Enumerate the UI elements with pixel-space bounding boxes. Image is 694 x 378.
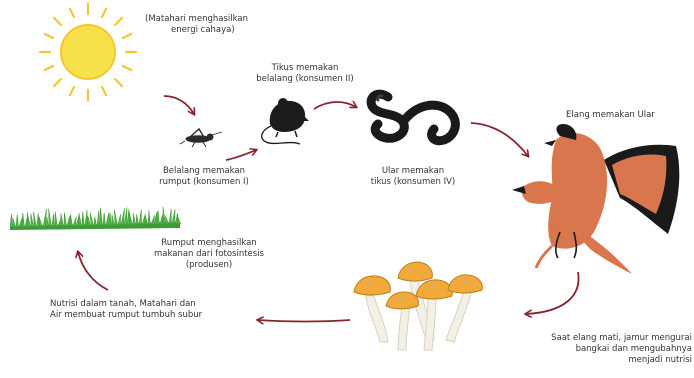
label-mouse-line: belalang (konsumen II): [245, 74, 365, 85]
arrow-grasshopper-to-mouse: [226, 150, 256, 160]
label-nutrients-line: Air membuat rumput tumbuh subur: [50, 310, 202, 321]
arrow-nutrients-to-grass: [78, 252, 108, 290]
arrow-snake-to-eagle: [471, 123, 528, 156]
label-sun-line: energi cahaya): [145, 25, 248, 36]
snake-icon: [371, 94, 455, 141]
label-grass-line: Rumput menghasilkan: [134, 238, 284, 249]
sun-icon: [40, 4, 136, 100]
mouse-icon: [262, 98, 309, 144]
label-snake-line: Ular memakan: [355, 166, 471, 177]
label-decomposer: Saat elang mati, jamur mengurai bangkai …: [480, 333, 692, 366]
label-snake: Ular memakan tikus (konsumen IV): [355, 166, 471, 188]
label-eagle: Elang memakan Ular: [566, 110, 655, 121]
arrow-mushroom-to-nutrients: [258, 320, 350, 322]
label-decomposer-line: Saat elang mati, jamur mengurai: [480, 333, 692, 344]
label-grasshopper-line: rumput (konsumen I): [146, 177, 262, 188]
label-grass-line: makanan dari fotosintesis: [134, 249, 284, 260]
label-mouse-line: Tikus memakan: [245, 63, 365, 74]
flow-arrows: [78, 96, 579, 322]
label-nutrients-line: Nutrisi dalam tanah, Matahari dan: [50, 299, 202, 310]
label-grasshopper-line: Belalang memakan: [146, 166, 262, 177]
arrow-eagle-to-mushroom: [526, 272, 579, 314]
label-eagle-line: Elang memakan Ular: [566, 110, 655, 121]
label-mouse: Tikus memakan belalang (konsumen II): [245, 63, 365, 85]
label-grasshopper: Belalang memakan rumput (konsumen I): [146, 166, 262, 188]
label-decomposer-line: menjadi nutrisi: [480, 355, 692, 366]
eagle-icon: [512, 124, 679, 274]
label-decomposer-line: bangkai dan mengubahnya: [480, 344, 692, 355]
mushroom-icon: [354, 262, 482, 350]
grasshopper-icon: [180, 129, 222, 147]
label-nutrients: Nutrisi dalam tanah, Matahari dan Air me…: [50, 299, 202, 321]
grass-icon: [10, 207, 180, 230]
label-sun-line: (Matahari menghasilkan: [145, 14, 248, 25]
label-snake-line: tikus (konsumen IV): [355, 177, 471, 188]
label-sun: (Matahari menghasilkan energi cahaya): [145, 14, 248, 36]
label-grass: Rumput menghasilkan makanan dari fotosin…: [134, 238, 284, 271]
label-grass-line: (produsen): [134, 260, 284, 271]
arrow-sun-to-grasshopper: [164, 96, 194, 114]
arrow-mouse-to-snake: [314, 102, 356, 109]
